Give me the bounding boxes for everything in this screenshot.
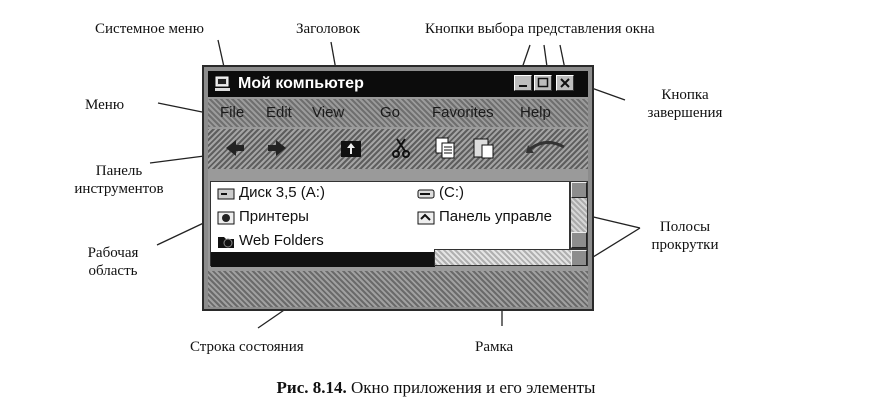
- menu-file[interactable]: File: [220, 104, 245, 121]
- label-scrollbars: Полосы прокрутки: [630, 218, 740, 254]
- label-system-menu: Системное меню: [95, 21, 204, 37]
- computer-icon[interactable]: [214, 75, 232, 93]
- back-icon[interactable]: [222, 135, 248, 161]
- toolbar: [208, 129, 588, 169]
- label-frame: Рамка: [475, 339, 514, 355]
- application-window: Мой компьютер File Edit View Go Favorite…: [202, 65, 594, 311]
- paste-icon[interactable]: [470, 135, 496, 161]
- close-icon: [560, 78, 570, 88]
- caption-text: Окно приложения и его элементы: [351, 378, 596, 397]
- label-scrollbars-line2: прокрутки: [651, 237, 719, 253]
- item-label: Web Folders: [239, 232, 324, 249]
- control-panel-icon: [417, 211, 435, 225]
- floppy-drive-icon: [217, 188, 235, 200]
- close-button[interactable]: [556, 75, 574, 91]
- menu-bar: File Edit View Go Favorites Help: [208, 99, 588, 127]
- selected-row[interactable]: [211, 252, 435, 267]
- label-toolbar: Панель инструментов: [64, 162, 174, 198]
- figure-caption: Рис. 8.14. Окно приложения и его элемент…: [0, 378, 872, 398]
- menu-view[interactable]: View: [312, 104, 345, 121]
- up-folder-icon[interactable]: [338, 135, 364, 161]
- printers-folder-icon: [217, 211, 235, 225]
- copy-icon[interactable]: [432, 135, 458, 161]
- forward-icon[interactable]: [264, 135, 290, 161]
- item-label: Панель управле: [439, 208, 553, 225]
- item-label: (C:): [439, 184, 464, 201]
- horizontal-scrollbar[interactable]: [434, 249, 588, 266]
- title-bar[interactable]: Мой компьютер: [208, 71, 588, 97]
- cut-icon[interactable]: [388, 135, 414, 161]
- minimize-button[interactable]: [514, 75, 532, 91]
- hard-drive-icon: [417, 189, 435, 199]
- item-label: Принтеры: [239, 208, 309, 225]
- label-work-area-line1: Рабочая: [87, 245, 139, 261]
- label-close-button-line1: Кнопка: [661, 87, 709, 103]
- caption-number: Рис. 8.14.: [276, 378, 347, 397]
- label-view-buttons: Кнопки выбора представления окна: [425, 21, 655, 37]
- maximize-button[interactable]: [534, 75, 552, 91]
- label-toolbar-line2: инструментов: [74, 181, 164, 197]
- window-title: Мой компьютер: [238, 75, 364, 92]
- menu-edit[interactable]: Edit: [266, 104, 292, 121]
- label-menu: Меню: [85, 97, 125, 113]
- window-frame: Мой компьютер File Edit View Go Favorite…: [208, 71, 588, 307]
- label-toolbar-line1: Панель: [95, 163, 143, 179]
- label-scrollbars-line1: Полосы: [659, 219, 711, 235]
- scroll-right-button[interactable]: [571, 250, 587, 266]
- undo-icon[interactable]: [524, 135, 574, 161]
- vertical-scrollbar[interactable]: [570, 181, 588, 249]
- maximize-icon: [537, 77, 549, 88]
- web-folders-icon: [218, 237, 234, 248]
- label-work-area: Рабочая область: [68, 244, 158, 280]
- scroll-down-button[interactable]: [571, 232, 587, 248]
- minimize-icon: [519, 85, 527, 87]
- menu-favorites[interactable]: Favorites: [432, 104, 494, 121]
- label-title: Заголовок: [296, 21, 361, 37]
- menu-go[interactable]: Go: [380, 104, 401, 121]
- item-label: Диск 3,5 (A:): [239, 184, 325, 201]
- scroll-up-button[interactable]: [571, 182, 587, 198]
- label-close-button: Кнопка завершения: [630, 86, 740, 122]
- label-close-button-line2: завершения: [647, 105, 723, 121]
- menu-help[interactable]: Help: [520, 104, 551, 121]
- label-status-bar: Строка состояния: [190, 339, 304, 355]
- label-work-area-line2: область: [88, 263, 138, 279]
- status-bar: [208, 271, 588, 307]
